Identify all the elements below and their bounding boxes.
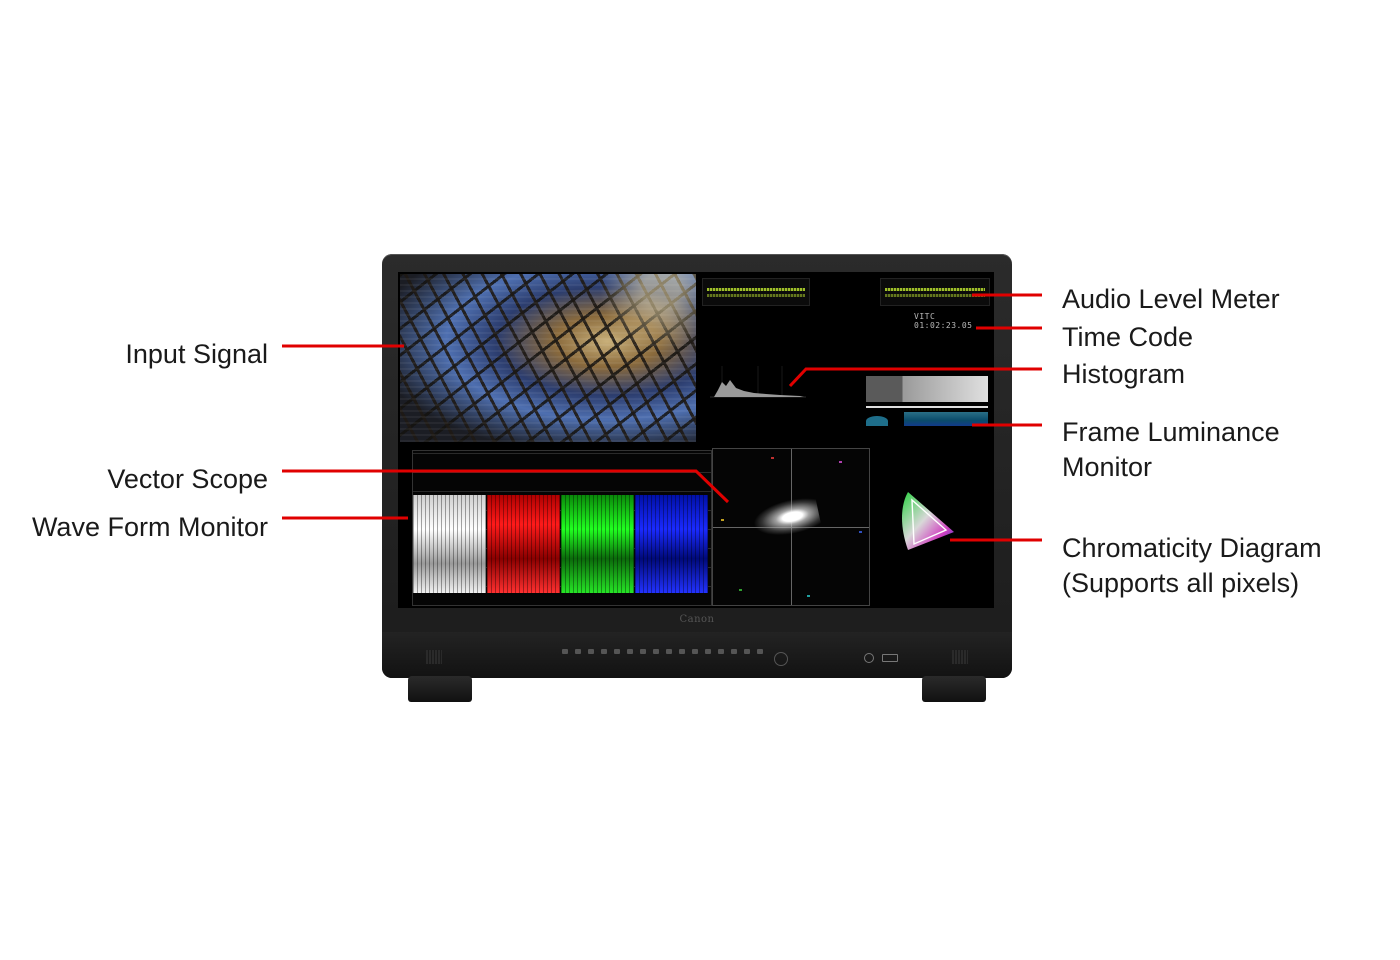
front-button[interactable] — [718, 649, 724, 654]
wave-form-monitor — [412, 450, 712, 606]
front-button[interactable] — [588, 649, 594, 654]
chromaticity-diagram — [902, 492, 954, 550]
brand-logo: Canon — [679, 614, 715, 625]
front-button[interactable] — [731, 649, 737, 654]
left-speaker-grille — [426, 650, 442, 664]
front-button[interactable] — [666, 649, 672, 654]
waveform-green-band — [561, 495, 634, 593]
front-button[interactable] — [744, 649, 750, 654]
waveform-blue-band — [635, 495, 708, 593]
left-stand-foot — [408, 676, 472, 702]
front-button[interactable] — [653, 649, 659, 654]
frame-luminance-monitor — [866, 372, 988, 428]
front-button[interactable] — [562, 649, 568, 654]
right-speaker-grille — [952, 650, 968, 664]
front-button[interactable] — [627, 649, 633, 654]
label-wave-form-monitor: Wave Form Monitor — [31, 512, 268, 542]
histogram-graph — [710, 366, 806, 398]
front-panel-buttons — [562, 649, 763, 654]
label-line: Monitor — [1062, 452, 1153, 482]
front-button[interactable] — [705, 649, 711, 654]
label-time-code: Time Code — [1062, 322, 1194, 352]
front-button[interactable] — [640, 649, 646, 654]
label-chromaticity-diagram: Chromaticity Diagram (Supports all pixel… — [1062, 531, 1322, 601]
label-vector-scope: Vector Scope — [107, 464, 268, 494]
vector-scope — [712, 448, 870, 606]
leader-histogram — [788, 367, 1042, 388]
front-button[interactable] — [575, 649, 581, 654]
front-button[interactable] — [679, 649, 685, 654]
label-histogram: Histogram — [1062, 359, 1186, 389]
input-signal-image — [400, 274, 696, 442]
right-stand-foot — [922, 676, 986, 702]
label-frame-luminance-monitor: Frame Luminance Monitor — [1062, 415, 1280, 485]
front-button[interactable] — [601, 649, 607, 654]
leader-vector-scope — [282, 469, 730, 504]
time-code-readout: VITC 01:02:23.05 — [914, 312, 973, 330]
front-button[interactable] — [614, 649, 620, 654]
waveform-red-band — [487, 495, 560, 593]
label-input-signal: Input Signal — [125, 339, 268, 369]
label-line: (Supports all pixels) — [1062, 568, 1300, 598]
waveform-luma-band — [413, 495, 486, 593]
monitor-bottom-bezel — [382, 632, 1012, 678]
audio-level-meter-left — [702, 278, 810, 306]
usb-port-icon — [882, 654, 898, 662]
label-line: Chromaticity Diagram — [1062, 533, 1322, 563]
monitor-screen: VITC 01:02:23.05 — [398, 272, 994, 608]
audio-level-meter-right — [880, 278, 990, 306]
dpad-control[interactable] — [774, 652, 788, 666]
power-button[interactable] — [864, 653, 874, 663]
front-button[interactable] — [757, 649, 763, 654]
front-button[interactable] — [692, 649, 698, 654]
label-audio-level-meter: Audio Level Meter — [1062, 284, 1280, 314]
label-line: Frame Luminance — [1062, 417, 1280, 447]
